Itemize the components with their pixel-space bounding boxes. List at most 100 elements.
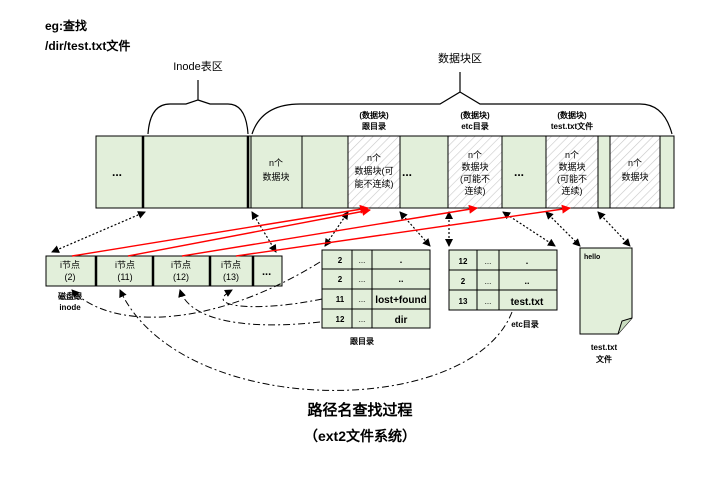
file-block-maybe-2: 连续): [562, 185, 583, 196]
inode-num: (12): [173, 272, 189, 282]
etc-dir-row-2: 2 ... ..: [461, 276, 530, 286]
curve-lostfound-to-inode11: [222, 289, 323, 308]
data-block-1: n个 数据块: [262, 158, 289, 182]
entry-mid: ...: [359, 256, 366, 265]
file-block-text: 数据块: [558, 161, 585, 172]
file-caption-2: 文件: [596, 354, 612, 364]
curve-root-entry-to-inode2: [71, 261, 321, 318]
entry-name: .: [400, 255, 403, 265]
etc-dir-row-3: 13 ... test.txt: [459, 297, 545, 308]
entry-inode: 2: [338, 275, 343, 284]
etc-dir-table: [448, 249, 558, 311]
entry-mid: ...: [485, 297, 492, 306]
inode-2: i节点 (2): [60, 260, 80, 282]
entry-name: .: [526, 256, 529, 266]
last-block-count: n个: [628, 158, 642, 168]
footer-title: 路径名查找过程: [307, 401, 412, 419]
data-block-last: n个 数据块: [621, 158, 648, 182]
inode-num: (2): [65, 272, 76, 282]
block-1-count: n个: [269, 158, 283, 168]
etc-block-tag-2: etc目录: [461, 122, 489, 131]
root-dir-caption: 跟目录: [350, 337, 374, 346]
connector-inode2-to-inode-table: [51, 211, 146, 253]
connector-root-block-right: [399, 211, 431, 247]
root-inode-label-2: inode: [59, 303, 81, 312]
header-line-1: eg:查找: [45, 18, 87, 33]
root-block-count: n个: [367, 153, 381, 163]
inode-area-brace: [147, 80, 249, 135]
root-inode-label-1: 磁盘跟: [58, 291, 83, 301]
root-dir-row-4: 12 ... dir: [336, 315, 408, 326]
red-arrow-inode13-to-file-block: [235, 204, 571, 257]
file-block-count: n个: [565, 150, 579, 160]
file-block-tag-1: (数据块): [557, 110, 587, 120]
red-arrow-inode2-to-root-block: [71, 204, 369, 257]
inode-area-label: Inode表区: [173, 59, 223, 73]
entry-name: ..: [524, 276, 529, 286]
red-arrows: [71, 204, 571, 257]
root-dir-row-1: 2 ... .: [338, 255, 402, 265]
entry-inode: 12: [336, 315, 345, 324]
entry-inode: 2: [461, 277, 466, 286]
block-1-text: 数据块: [262, 171, 289, 182]
connector-file-block-right: [597, 211, 631, 247]
inode-num: (11): [117, 272, 132, 282]
entry-name: lost+found: [375, 295, 426, 306]
entry-name: test.txt: [511, 297, 544, 308]
inode-label: i节点: [115, 260, 135, 270]
inode-label: i节点: [221, 260, 241, 270]
inode-more-dots: ...: [262, 266, 271, 278]
etc-block-tag-1: (数据块): [460, 110, 490, 120]
entry-inode: 11: [336, 295, 345, 304]
inode-num: (13): [223, 272, 239, 282]
root-block-text-1: 数据块(可: [355, 165, 394, 176]
dotted-connectors: [51, 211, 631, 253]
root-dir-row-2: 2 ... ..: [338, 274, 404, 284]
entry-mid: ...: [485, 277, 492, 286]
inode-row: [45, 255, 283, 287]
file-caption-1: test.txt: [591, 343, 618, 352]
root-block-tag-1: (数据块): [359, 110, 389, 120]
data-area-brace: [251, 72, 673, 135]
entry-mid: ...: [359, 315, 366, 324]
entry-name: dir: [395, 315, 408, 326]
header-line-2: /dir/test.txt文件: [45, 38, 130, 53]
file-block-maybe-1: (可能不: [557, 173, 587, 184]
etc-dir-row-1: 12 ... .: [459, 256, 529, 266]
file-fold: [617, 317, 633, 335]
entry-mid: ...: [485, 257, 492, 266]
data-block-root: (数据块) 跟目录 n个 数据块(可 能不连续): [355, 110, 394, 189]
file-content: hello: [584, 254, 600, 261]
inode-label: i节点: [60, 260, 80, 270]
connector-root-block-left: [324, 211, 349, 247]
data-block-file: (数据块) test.txt文件 n个 数据块 (可能不 连续): [551, 110, 593, 196]
entry-name: ..: [398, 274, 403, 284]
red-arrow-inode12-to-etc-block: [181, 204, 478, 257]
entry-mid: ...: [359, 275, 366, 284]
disk-dots-1: ...: [112, 165, 122, 179]
footer-subtitle: （ext2文件系统）: [304, 428, 416, 444]
last-block-text: 数据块: [621, 171, 648, 182]
curve-dir-entry-to-inode12: [178, 289, 321, 326]
etc-block-text: 数据块: [461, 161, 488, 172]
disk-dots-2: ...: [402, 165, 412, 179]
data-block-etc: (数据块) etc目录 n个 数据块 (可能不 连续): [460, 110, 490, 196]
entry-inode: 12: [459, 257, 468, 266]
etc-block-count: n个: [468, 150, 482, 160]
file-block-tag-2: test.txt文件: [551, 121, 593, 131]
data-area-label: 数据块区: [438, 51, 482, 65]
lookup-curves: [71, 261, 513, 391]
root-block-tag-2: 跟目录: [362, 122, 386, 131]
entry-mid: ...: [359, 295, 366, 304]
connector-file-block-left: [545, 211, 581, 247]
root-dir-table: [321, 249, 431, 329]
root-block-text-2: 能不连续): [355, 178, 394, 189]
etc-dir-caption: etc目录: [511, 320, 539, 329]
inode-12: i节点 (12): [171, 260, 191, 282]
etc-block-maybe-2: 连续): [465, 185, 486, 196]
entry-inode: 13: [459, 297, 468, 306]
root-dir-row-3: 11 ... lost+found: [336, 295, 427, 306]
disk-strip: [95, 135, 675, 209]
disk-dots-3: ...: [514, 165, 524, 179]
entry-inode: 2: [338, 256, 343, 265]
